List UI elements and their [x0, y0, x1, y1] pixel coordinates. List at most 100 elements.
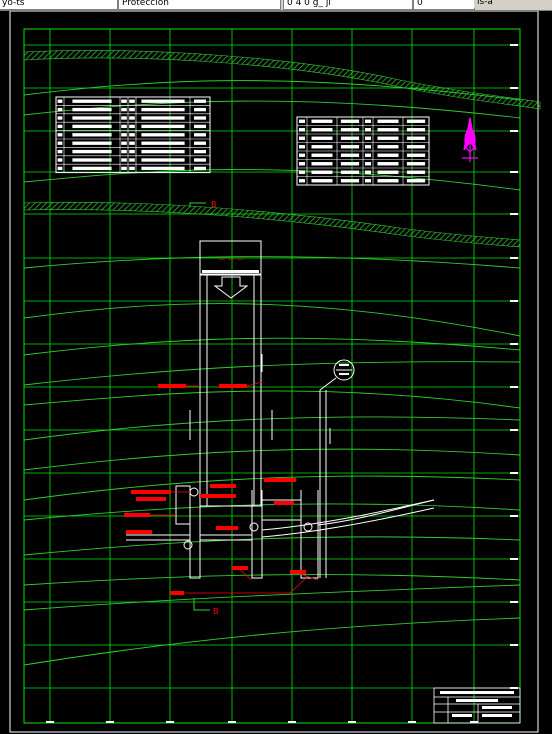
cad-drawing-canvas[interactable]: — — —: [0, 11, 552, 734]
table-cell-glyph: [194, 107, 206, 112]
table-cell-glyph: [72, 107, 112, 112]
table-cell-glyph: [194, 166, 206, 171]
table-cell-glyph: [365, 153, 371, 157]
table-cell-glyph: [299, 119, 305, 123]
table-cell-glyph: [299, 170, 305, 174]
table-cell-glyph: [129, 149, 135, 154]
table-cell-glyph: [340, 162, 360, 166]
grid-tick: [166, 721, 174, 723]
table-cell-glyph: [311, 136, 333, 140]
table-cell-glyph: [141, 116, 185, 120]
table-cell-glyph: [121, 107, 127, 112]
dam-structure: [126, 240, 435, 579]
table-cell-glyph: [365, 119, 371, 123]
table-cell-glyph: [57, 107, 63, 112]
table-cell-glyph: [121, 141, 127, 145]
grid-tick: [510, 429, 518, 431]
table-cell-glyph: [299, 162, 305, 166]
table-cell-glyph: [57, 141, 63, 145]
table-cell-glyph: [365, 170, 371, 174]
table-cell-glyph: [57, 124, 63, 129]
table-cell-glyph: [406, 136, 426, 140]
table-cell-glyph: [129, 107, 135, 112]
north-arrow-icon: [462, 117, 478, 162]
table-cell-glyph: [311, 145, 333, 149]
table-cell-glyph: [340, 153, 360, 157]
table-cell-glyph: [72, 99, 112, 103]
table-cell-glyph: [406, 170, 426, 174]
table-cell-glyph: [377, 162, 399, 166]
table-cell-glyph: [121, 116, 127, 120]
table-cell-glyph: [299, 179, 305, 183]
slope-band-top: [23, 50, 541, 110]
table-cell-glyph: [129, 99, 135, 103]
grid-tick: [510, 644, 518, 646]
grid-tick: [510, 87, 518, 89]
table-cell-glyph: [121, 166, 127, 171]
table-cell-glyph: [340, 119, 360, 123]
scale-dropdown[interactable]: 0: [413, 0, 475, 10]
table-cell-glyph: [141, 166, 185, 171]
dim-style-dropdown[interactable]: 0 4 0 g_ ji: [283, 0, 413, 10]
table-cell-glyph: [57, 133, 63, 137]
table-cell-glyph: [72, 116, 112, 120]
table-cell-glyph: [311, 153, 333, 157]
table-cell-glyph: [377, 119, 399, 123]
grid-tick: [510, 343, 518, 345]
grid-tick: [408, 721, 416, 723]
table-cell-glyph: [406, 162, 426, 166]
section-label-top: B: [211, 200, 217, 209]
grid-tick: [228, 721, 236, 723]
table-cell-glyph: [57, 116, 63, 120]
grid-tick: [510, 171, 518, 173]
title-block: [433, 687, 521, 724]
table-cell-glyph: [141, 107, 185, 112]
table-cell-glyph: [141, 158, 185, 162]
table-cell-glyph: [311, 162, 333, 166]
table-cell-glyph: [365, 136, 371, 140]
table-cell-glyph: [311, 119, 333, 123]
section-cut-top: B: [189, 200, 217, 209]
table-cell-glyph: [141, 149, 185, 154]
table-cell-glyph: [72, 133, 112, 137]
table-cell-glyph: [365, 179, 371, 183]
table-cell-glyph: [406, 128, 426, 132]
table-cell-glyph: [72, 149, 112, 154]
table-cell-glyph: [311, 170, 333, 174]
table-cell-glyph: [311, 179, 333, 183]
grid-tick: [288, 721, 296, 723]
table-cell-glyph: [194, 133, 206, 137]
table-cell-glyph: [141, 124, 185, 129]
grid-tick: [510, 386, 518, 388]
table-cell-glyph: [377, 170, 399, 174]
grid-tick: [510, 472, 518, 474]
layer-dropdown[interactable]: yo-ts: [0, 0, 118, 10]
grid-tick: [510, 44, 518, 46]
table-cell-glyph: [299, 128, 305, 132]
dimension-ticks: [189, 354, 331, 444]
table-cell-glyph: [377, 153, 399, 157]
table-cell-glyph: [129, 133, 135, 137]
table-cell-glyph: [141, 141, 185, 145]
table-cell-glyph: [57, 149, 63, 154]
text-style-dropdown[interactable]: Proteccion: [118, 0, 281, 10]
terrain-contours: [23, 80, 521, 666]
table-cell-glyph: [57, 99, 63, 103]
table-cell-glyph: [365, 128, 371, 132]
grid-tick: [510, 300, 518, 302]
table-cell-glyph: [141, 99, 185, 103]
table-cell-glyph: [406, 119, 426, 123]
table-cell-glyph: [129, 116, 135, 120]
table-cell-glyph: [72, 166, 112, 171]
table-cell-glyph: [72, 158, 112, 162]
table-cell-glyph: [340, 170, 360, 174]
table-cell-glyph: [299, 153, 305, 157]
red-annotations: [124, 381, 319, 595]
grid-tick: [106, 721, 114, 723]
sheet-frame: [9, 11, 539, 733]
toolbar-end-field: ls-a: [474, 0, 552, 8]
slope-band-middle: [23, 201, 521, 248]
table-cell-glyph: [129, 166, 135, 171]
table-cell-glyph: [365, 162, 371, 166]
table-cell-glyph: [340, 145, 360, 149]
